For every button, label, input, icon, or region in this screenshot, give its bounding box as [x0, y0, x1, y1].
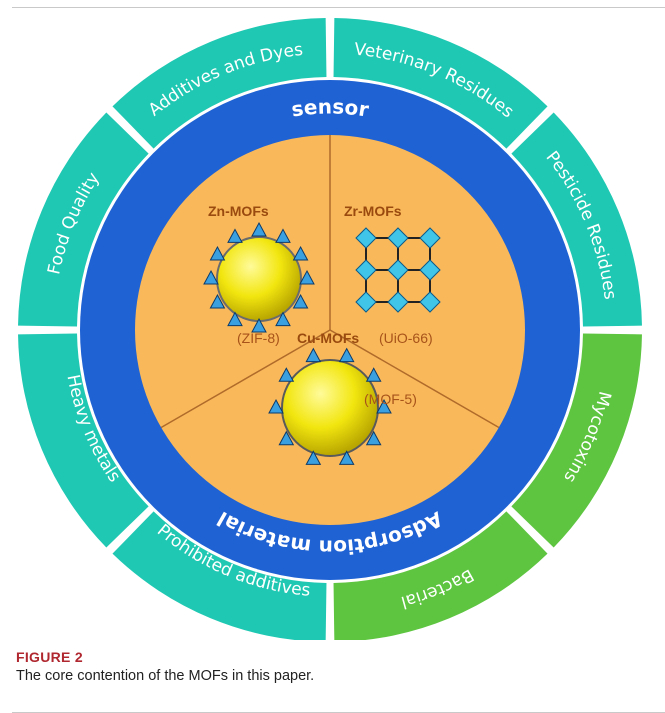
- zn-cluster-icon: [292, 245, 309, 261]
- outer-ring-segment: [511, 112, 642, 327]
- mof5-label: (MOF-5): [364, 391, 417, 407]
- cu-cluster-icon: [278, 367, 295, 382]
- caption-label: FIGURE 2: [16, 649, 83, 665]
- cu-mof-structure: [268, 347, 392, 465]
- zr-cluster-icon: [419, 227, 441, 249]
- zn-cluster-icon: [227, 228, 243, 243]
- figure-caption: FIGURE 2 The core contention of the MOFs…: [16, 649, 656, 684]
- sector-divider: [329, 329, 500, 429]
- zn-cluster-icon: [203, 269, 219, 285]
- zr-cluster-icon: [387, 291, 409, 313]
- outer-ring-segment: [333, 511, 548, 640]
- zr-cluster-icon: [355, 227, 377, 249]
- cu-mof-title: Cu-MOFs: [297, 330, 359, 346]
- cu-cluster-icon: [338, 347, 355, 363]
- sensor-label: sensor: [290, 94, 371, 121]
- outer-ring-segment: [112, 18, 327, 149]
- zn-cluster-icon: [209, 293, 226, 309]
- zn-cluster-icon: [227, 311, 243, 327]
- zr-cluster-icon: [387, 259, 409, 281]
- zr-cluster-icon: [355, 291, 377, 313]
- zr-cluster-icon: [419, 291, 441, 313]
- zn-mof-structure: [203, 221, 315, 333]
- uio66-label: (UiO-66): [379, 330, 433, 346]
- zr-cluster-icon: [387, 227, 409, 249]
- outer-ring-segment: [511, 333, 642, 548]
- cu-cluster-icon: [278, 430, 295, 446]
- cu-cluster-icon: [305, 347, 322, 363]
- zr-cluster-icon: [419, 259, 441, 281]
- cu-cluster-icon: [365, 367, 382, 382]
- cu-cluster-icon: [365, 430, 382, 446]
- zn-cluster-icon: [275, 228, 291, 243]
- core-disk: Zn-MOFs (ZIF-8) Zr-MOFs (UiO-66) Cu-MOFs…: [135, 135, 525, 525]
- sector-divider: [160, 329, 331, 429]
- zr-mof-title: Zr-MOFs: [344, 203, 402, 219]
- cu-cluster-icon: [338, 450, 355, 465]
- caption-text: The core contention of the MOFs in this …: [16, 668, 315, 684]
- zn-cluster-icon: [251, 317, 267, 333]
- zif8-label: (ZIF-8): [237, 330, 280, 346]
- zn-cluster-icon: [209, 245, 226, 261]
- zr-mof-structure: [355, 227, 441, 313]
- zn-cluster-icon: [275, 311, 291, 327]
- zr-cluster-icon: [355, 259, 377, 281]
- zn-cluster-icon: [299, 269, 315, 285]
- top-rule: [12, 7, 665, 8]
- outer-ring-segment: [112, 511, 327, 640]
- zn-cluster-icon: [292, 293, 309, 309]
- outer-ring-segment: [333, 18, 548, 149]
- zn-cluster-icon: [251, 221, 267, 237]
- zn-mof-title: Zn-MOFs: [208, 203, 269, 219]
- outer-ring-segment: [18, 333, 149, 548]
- cu-cluster-icon: [268, 398, 284, 414]
- outer-ring-segment: [18, 112, 149, 327]
- cu-cluster-icon: [305, 450, 322, 465]
- cu-cluster-icon: [376, 398, 392, 414]
